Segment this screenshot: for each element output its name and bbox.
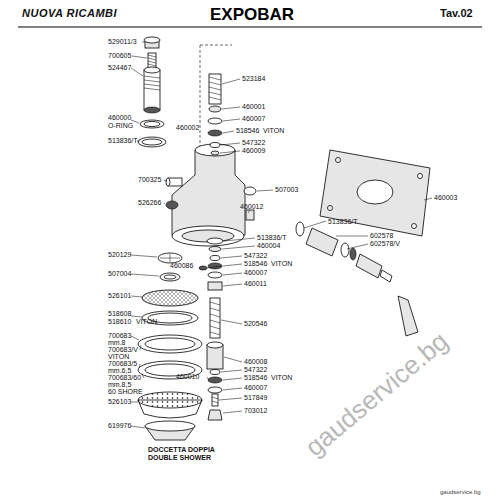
group-bracket xyxy=(200,45,232,160)
material-note: VITON xyxy=(136,318,157,326)
material-note: VITON xyxy=(263,127,284,135)
watermark: gaudservice.bg xyxy=(300,327,453,462)
callout-number: 700325 xyxy=(138,176,161,184)
callout-number: 523184 xyxy=(242,75,265,83)
callout-number: 460008 xyxy=(244,358,267,366)
material-note: VITON xyxy=(271,260,292,268)
callout-number: 520129 xyxy=(108,251,131,259)
callout-number: 513836/T xyxy=(108,137,138,145)
callout-number: 517849 xyxy=(244,394,267,402)
callout-number: 513836/T xyxy=(257,234,287,242)
callout-number: 700605 xyxy=(108,52,131,60)
callout-number: 460011 xyxy=(244,280,267,288)
callout-number: 518610 xyxy=(108,318,131,326)
callout-number: 700683/5 xyxy=(108,360,137,368)
callout-number: 460007 xyxy=(244,384,267,392)
material-note: VITON xyxy=(271,374,292,382)
callout-number: 460001 xyxy=(242,103,265,111)
callout-number: 547322 xyxy=(244,252,267,260)
callout-number: 460010 xyxy=(176,373,199,381)
part-caption: DOCCETTA DOPPIA xyxy=(148,446,215,454)
callout-number: 518546 xyxy=(244,260,267,268)
callout-number: 526101 xyxy=(108,292,131,300)
callout-number: 700683 xyxy=(108,332,131,340)
callout-number: 700683/60 xyxy=(108,374,141,382)
diagram-title: EXPOBAR xyxy=(210,5,294,25)
callout-number: 518546 xyxy=(236,127,259,135)
sheet-number: Tav.02 xyxy=(440,9,473,17)
part-note: O-RING xyxy=(108,122,133,130)
callout-number: 526266 xyxy=(138,199,161,207)
callout-number: 526103 xyxy=(108,398,131,406)
callout-number: 518546 xyxy=(244,374,267,382)
callout-number: 518608 xyxy=(108,310,131,318)
callout-number: 460003 xyxy=(434,194,457,202)
callout-number: 703012 xyxy=(244,407,267,415)
callout-number: 524467 xyxy=(108,64,131,72)
size-note: mm.8 xyxy=(108,339,126,347)
callout-number: 460009 xyxy=(242,147,265,155)
callout-number: 460086 xyxy=(170,262,193,270)
callout-number: 520546 xyxy=(244,320,267,328)
group-head-body xyxy=(166,144,245,246)
left-lower-parts xyxy=(138,253,202,440)
callout-number: 513836/T xyxy=(328,218,358,226)
gasket-plate xyxy=(320,150,430,236)
callout-number: 547322 xyxy=(242,139,265,147)
callout-number: 460002 xyxy=(176,124,199,132)
callout-number: 619976 xyxy=(108,422,131,430)
callout-number: 460004 xyxy=(257,242,280,250)
part-caption: DOUBLE SHOWER xyxy=(148,454,211,462)
callout-number: 507004 xyxy=(108,270,131,278)
callout-number: 547322 xyxy=(244,366,267,374)
callout-number: 460000 xyxy=(108,114,131,122)
left-upper-parts xyxy=(138,37,166,147)
size-note: mm.6,5 xyxy=(108,367,131,375)
callout-number: 460007 xyxy=(242,115,265,123)
material-note: VITON xyxy=(108,353,129,361)
size-note: mm.8,5 xyxy=(108,381,131,389)
steam-valve xyxy=(296,222,418,336)
callout-number: 460007 xyxy=(244,269,267,277)
header-rule xyxy=(18,27,482,28)
callout-number: 602578 xyxy=(370,232,393,240)
watermark: gaudservice.bg xyxy=(440,488,481,496)
material-note: 60 SHORE xyxy=(108,388,143,396)
right-lower-parts xyxy=(199,238,223,420)
callout-number: 529011/3 xyxy=(108,38,137,46)
callout-number: 602578/V xyxy=(370,240,400,248)
callout-number: 460012 xyxy=(240,203,263,211)
callout-number: 700683/V xyxy=(108,346,138,354)
brand-logo: NUOVA RICAMBI xyxy=(22,9,117,17)
callout-number: 507003 xyxy=(275,186,298,194)
